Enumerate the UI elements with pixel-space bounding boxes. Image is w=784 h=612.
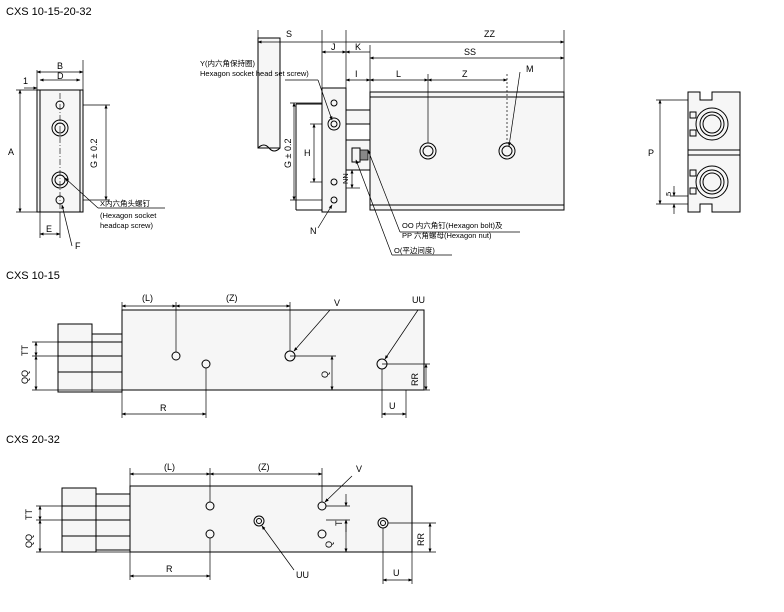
dim-I: I xyxy=(355,69,358,79)
dim-R-2032: R xyxy=(166,564,173,574)
dim-D: D xyxy=(57,71,64,81)
title-bottom: CXS 20-32 xyxy=(6,434,60,446)
dim-V-2032: V xyxy=(356,464,362,474)
dim-H: H xyxy=(304,148,311,158)
dim-P: P xyxy=(648,148,654,158)
dim-F: F xyxy=(75,241,81,251)
dim-QQ-1015: QQ xyxy=(20,370,30,384)
callout-X-2: (Hexagon socket xyxy=(100,211,157,220)
dim-U-1015: U xyxy=(389,401,396,411)
dim-Q-1015: Q xyxy=(320,371,330,378)
dim-TT-2032: TT xyxy=(24,509,34,520)
dim-RR-1015: RR xyxy=(410,373,420,386)
title-main: CXS 10-15-20-32 xyxy=(6,6,92,18)
dim-QQ-2032: QQ xyxy=(24,534,34,548)
dim-UU-2032: UU xyxy=(296,570,309,580)
dim-L-1015: (L) xyxy=(142,293,153,303)
dim-G-center: G ± 0.2 xyxy=(283,139,293,168)
dim-K: K xyxy=(355,42,361,52)
dim-U-2032: U xyxy=(393,568,400,578)
callout-Y-2: Hexagon socket head set screw) xyxy=(200,69,309,78)
dim-L-2032: (L) xyxy=(164,462,175,472)
dim-ZZ: ZZ xyxy=(484,29,495,39)
dim-1: 1 xyxy=(23,76,28,86)
callout-Y-1: Y(内六角保持圈) xyxy=(200,58,255,68)
callout-OO-2: PP 六角螺母(Hexagon nut) xyxy=(402,230,492,240)
dim-UU-1015: UU xyxy=(412,295,425,305)
callout-X-3: headcap screw) xyxy=(100,221,153,230)
dim-T-2032: T xyxy=(334,520,344,526)
right-end-view: P 5 xyxy=(648,91,741,214)
dim-Z-top: Z xyxy=(462,69,468,79)
dim-A: A xyxy=(8,147,14,157)
center-side-view: S ZZ J K SS I L Z M H G ± 0.2 NN N xyxy=(200,29,565,256)
dim-5: 5 xyxy=(664,192,673,196)
dim-RR-2032: RR xyxy=(416,533,426,546)
dim-S: S xyxy=(286,29,292,39)
dim-B: B xyxy=(57,61,63,71)
bottom-view-10-15: (L) (Z) V UU TT QQ Q RR R U xyxy=(20,293,430,418)
callout-O: O(平边间度) xyxy=(394,245,435,255)
dim-E: E xyxy=(46,224,52,234)
dim-G-left: G ± 0.2 xyxy=(89,139,99,168)
dim-V-1015: V xyxy=(334,298,340,308)
dim-L-top: L xyxy=(396,69,401,79)
dim-TT-1015: TT xyxy=(20,345,30,356)
dim-N: N xyxy=(310,226,317,236)
dim-Q-2032: Q xyxy=(324,541,334,548)
left-end-view: B D 1 A G ± 0.2 E F X内六角头螺钉 (Hexagon soc… xyxy=(8,60,165,251)
title-mid: CXS 10-15 xyxy=(6,270,60,282)
dim-M: M xyxy=(526,64,534,74)
dim-NN: NN xyxy=(341,173,350,184)
dim-Z-2032: (Z) xyxy=(258,462,270,472)
dim-Z-1015: (Z) xyxy=(226,293,238,303)
dim-R-1015: R xyxy=(160,403,167,413)
bottom-view-20-32: (L) (Z) V UU TT QQ T Q RR R U xyxy=(24,462,436,584)
dim-J: J xyxy=(331,42,336,52)
callout-OO-1: OO 内六角钉(Hexagon bolt)及 xyxy=(402,220,503,230)
dim-SS: SS xyxy=(464,47,476,57)
callout-X-1: X内六角头螺钉 xyxy=(100,198,151,208)
